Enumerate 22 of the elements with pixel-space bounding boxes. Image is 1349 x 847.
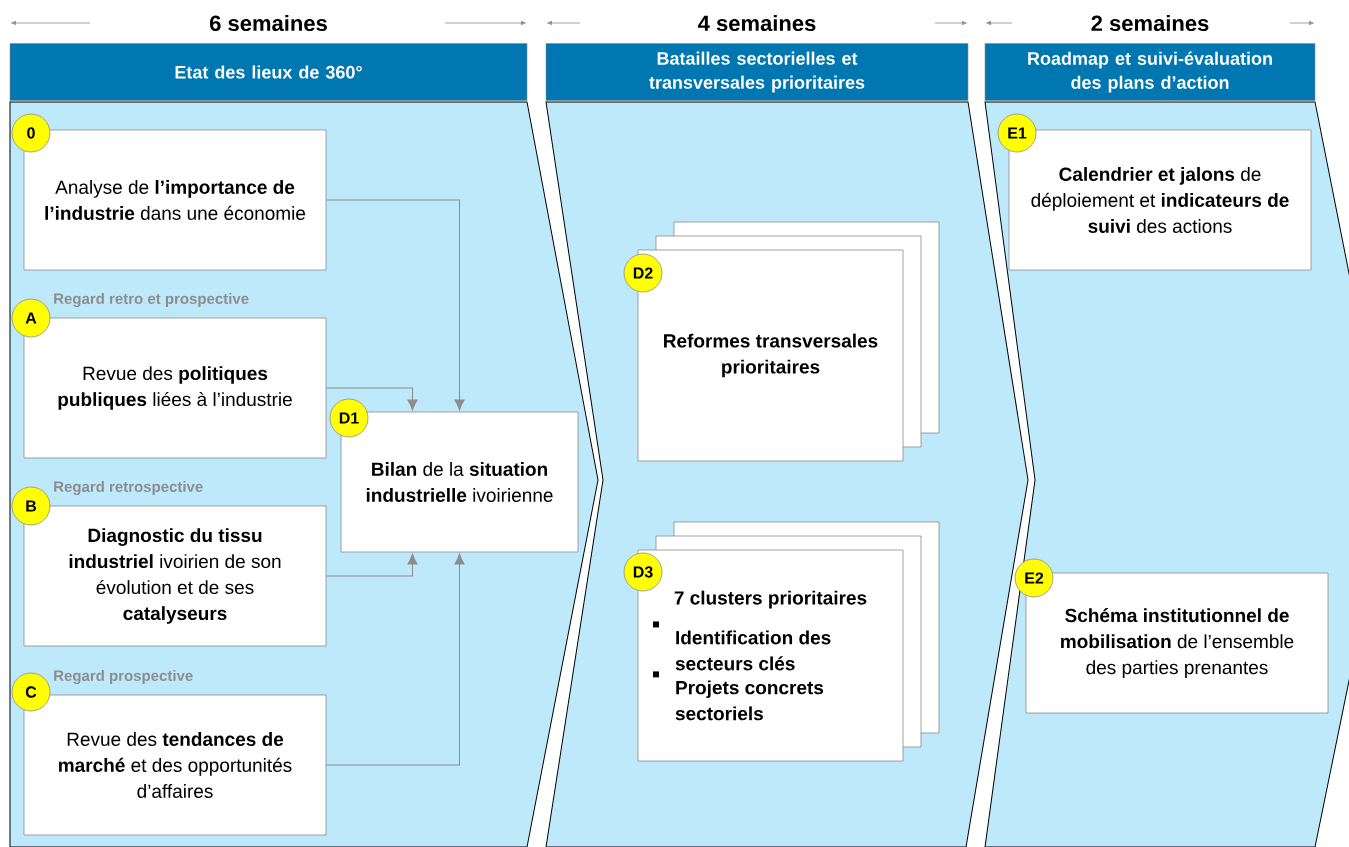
connector-arrow (325, 553, 418, 577)
duration-label: 2 semaines (1091, 14, 1209, 32)
step-badge: E1 (997, 113, 1037, 153)
step-badge: B (11, 486, 51, 526)
step-badge: C (11, 672, 51, 712)
step-badge: E2 (1014, 558, 1054, 598)
section-label: Regard prospective (54, 670, 193, 685)
header-bar: Etat des lieux de 360° (9, 43, 528, 101)
step-badge: D1 (329, 398, 369, 438)
step-badge: D2 (623, 253, 663, 293)
step-badge: A (11, 298, 51, 338)
header-bar: Batailles sectorielles et transversales prioritaires (545, 43, 969, 101)
section-label: Regard retro et prospective (54, 293, 249, 308)
step-badge: 0 (11, 113, 51, 153)
duration-label: 6 semaines (210, 14, 327, 32)
step-badge: D3 (623, 552, 663, 592)
header-bar: Roadmap et suivi-évaluation des plans d’action (984, 43, 1316, 101)
connector-arrow (325, 199, 465, 411)
connector-arrow (325, 387, 418, 411)
connector-arrow (325, 553, 465, 766)
section-label: Regard retrospective (54, 481, 203, 496)
duration-label: 4 semaines (698, 14, 816, 32)
